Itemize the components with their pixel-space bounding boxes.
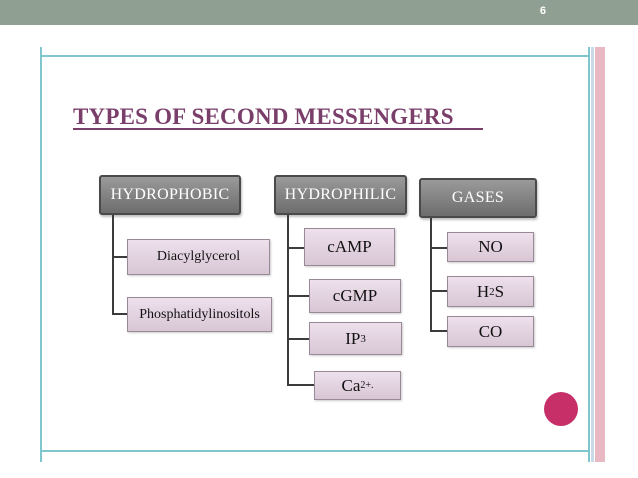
item-cgmp: cGMP <box>309 279 401 313</box>
connector-hydrophobic-2 <box>112 313 128 315</box>
frame-right-pink-strip <box>595 47 605 462</box>
connector-hydrophilic-2 <box>287 295 309 297</box>
item-label-suffix: S <box>494 281 505 301</box>
connector-hydrophobic-1 <box>112 256 128 258</box>
accent-dot <box>544 392 578 426</box>
connector-hydrophilic-4 <box>287 384 315 386</box>
item-label: Diacylglycerol <box>156 249 241 264</box>
frame-right-line <box>588 47 590 462</box>
item-label: CO <box>478 321 503 341</box>
item-subscript: 3 <box>360 332 366 345</box>
category-gases: GASES <box>419 178 537 218</box>
item-label: H <box>476 281 490 301</box>
item-camp: cAMP <box>304 228 395 266</box>
frame-top-line <box>40 55 590 57</box>
item-label: IP <box>345 328 361 348</box>
connector-gases-1 <box>430 247 448 249</box>
top-bar <box>0 0 638 25</box>
item-superscript: 2+. <box>360 380 374 391</box>
connector-gases-vertical <box>430 218 432 332</box>
item-subscript: 2 <box>489 285 495 298</box>
connector-hydrophilic-3 <box>287 338 309 340</box>
connector-hydrophobic-vertical <box>112 215 114 315</box>
title-underline <box>73 128 483 130</box>
item-diacylglycerol: Diacylglycerol <box>127 239 270 275</box>
page-number: 6 <box>539 5 546 17</box>
connector-hydrophilic-1 <box>287 247 305 249</box>
slide-title: TYPES OF SECOND MESSENGERS <box>73 104 454 129</box>
frame-right-blue-strip <box>591 47 594 462</box>
frame-left-line <box>40 47 42 462</box>
connector-gases-2 <box>430 290 448 292</box>
item-label: NO <box>478 237 503 256</box>
category-hydrophilic: HYDROPHILIC <box>274 175 407 215</box>
item-phosphatidylinositols: Phosphatidylinositols <box>127 297 272 332</box>
connector-gases-3 <box>430 330 448 332</box>
item-label: cGMP <box>332 286 378 305</box>
connector-hydrophilic-vertical <box>287 215 289 386</box>
category-hydrophobic: HYDROPHOBIC <box>99 175 241 215</box>
item-label: cAMP <box>327 237 372 256</box>
item-label: Ca <box>341 375 361 395</box>
item-label: Phosphatidylinositols <box>139 306 260 322</box>
item-no: NO <box>447 232 534 262</box>
item-co: CO <box>447 316 534 347</box>
frame-bottom-line <box>40 450 590 452</box>
